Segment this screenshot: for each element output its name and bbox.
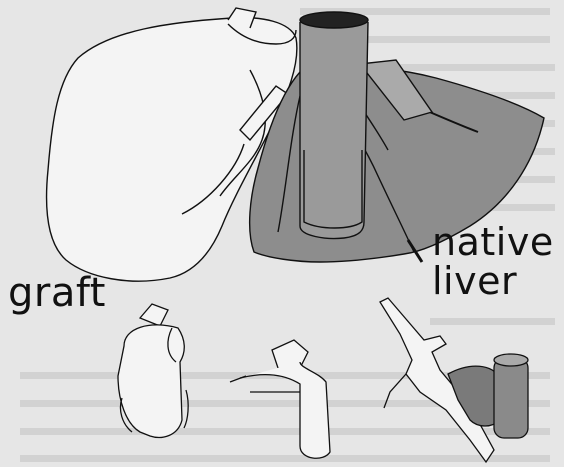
anastomosis-stage-3 — [380, 298, 528, 462]
anastomosis-stage-2 — [230, 340, 330, 458]
vena-cava — [300, 12, 368, 239]
graft-label: graft — [8, 273, 106, 313]
native-liver-label-line2: liver — [432, 262, 517, 300]
native-liver-label: native — [432, 223, 554, 261]
anastomosis-stage-1 — [118, 304, 188, 437]
